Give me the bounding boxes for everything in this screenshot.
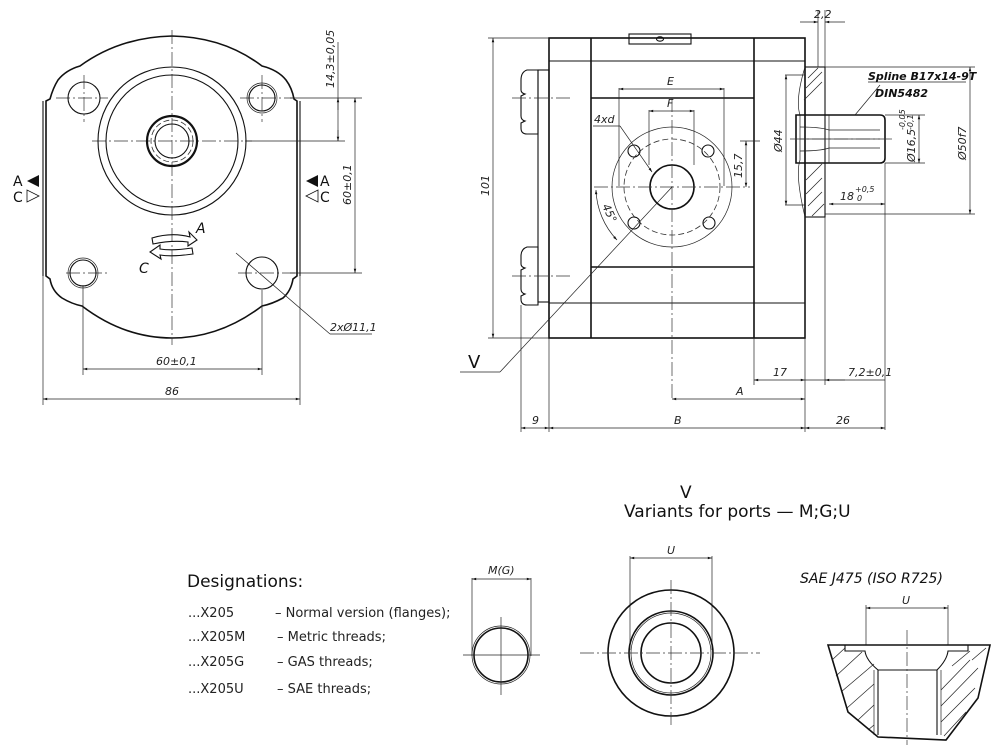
flange-outline	[45, 35, 298, 339]
leader-line	[235, 252, 331, 335]
sae-hatch	[831, 647, 987, 737]
port-marker-left-c: C	[13, 190, 23, 206]
designation-desc: – GAS threads;	[277, 655, 373, 670]
spline-shaft	[795, 114, 886, 164]
dim-f: F	[667, 97, 674, 110]
dim-holes: 2xØ11,1	[330, 321, 377, 334]
hollow-triangle-icon	[305, 189, 319, 203]
designation-item: ...X205G – GAS threads;	[188, 655, 373, 670]
port-marker-right-c: C	[320, 190, 330, 206]
dim-bolt-offset: 14,3±0,05	[324, 30, 337, 88]
rotation-arrow-c-icon	[149, 243, 194, 261]
rotation-label-c: C	[139, 261, 149, 277]
dim-shaft-tol-upper: -0,05	[898, 109, 907, 130]
dim-spline-len: 18	[840, 190, 854, 203]
port-bolt-hole	[627, 144, 641, 158]
bolt-hole-top-right	[248, 84, 276, 112]
dim-height: 101	[479, 175, 492, 196]
dim-a: A	[735, 385, 744, 398]
dim-26: 26	[836, 414, 850, 427]
leader-line	[619, 125, 653, 173]
designation-code: ...X205M	[188, 630, 245, 645]
designation-code: ...X205U	[188, 682, 244, 697]
designation-desc: – Normal version (flanges);	[275, 606, 451, 621]
designation-item: ...X205U – SAE threads;	[188, 682, 371, 697]
port-bolt-hole	[627, 216, 641, 230]
designation-desc: – SAE threads;	[277, 682, 371, 697]
sae-port-profile	[844, 645, 969, 735]
nameplate	[628, 33, 692, 45]
dim-17: 17	[773, 366, 787, 379]
designation-desc: – Metric threads;	[277, 630, 386, 645]
port-bolt-hole	[701, 144, 715, 158]
side-view: E F 4xd 15,7 45° V 101	[460, 8, 978, 432]
hollow-triangle-icon	[26, 189, 40, 203]
spline-spec: Spline B17x14-9T	[868, 70, 978, 83]
shaft-spline-hidden	[150, 119, 194, 163]
rotation-label-a: A	[195, 221, 206, 237]
cover-plate	[537, 69, 550, 303]
dim-width: 86	[165, 385, 179, 398]
flange-profile	[798, 66, 806, 218]
filled-triangle-icon	[27, 175, 39, 187]
hex-nut-top-icon	[520, 69, 539, 135]
nameplate-screw-icon	[655, 36, 665, 42]
dim-u2: U	[902, 594, 910, 607]
dim-9: 9	[532, 414, 539, 427]
dim-mg: M(G)	[488, 564, 515, 577]
variants-section: V Variants for ports — M;G;U M(G) U SAE …	[463, 483, 992, 745]
section-label-v: V	[468, 352, 481, 373]
port-marker-left-a: A	[13, 174, 23, 190]
dim-4xd: 4xd	[594, 113, 616, 126]
designation-code: ...X205G	[188, 655, 244, 670]
dim-bolt-vertical: 60±0,1	[341, 164, 354, 205]
designation-item: ...X205M – Metric threads;	[188, 630, 386, 645]
variants-title: Variants for ports — M;G;U	[624, 502, 851, 522]
mounting-flange	[804, 66, 826, 218]
designations-title: Designations:	[187, 572, 303, 592]
bolt-hole-top-left	[67, 81, 101, 115]
dim-shaft: Ø16,5	[905, 129, 918, 163]
dim-b: B	[674, 414, 682, 427]
pump-body	[548, 37, 806, 339]
dim-7-2: 7,2±0,1	[848, 366, 892, 379]
front-view: A C A C A C 14,3±0,05 60±0,1 2xØ11,1 60±…	[13, 30, 377, 405]
pilot-inner-circle	[105, 74, 239, 208]
dim-shaft-tol-lower: -0,1	[906, 114, 915, 130]
filled-triangle-icon	[306, 175, 318, 187]
dim-44: Ø44	[772, 129, 785, 153]
leader-line	[499, 186, 673, 373]
designation-item: ...X205 – Normal version (flanges);	[188, 606, 451, 621]
designation-code: ...X205	[188, 606, 234, 621]
dim-15-7: 15,7	[732, 154, 745, 179]
dim-spline-tol-upper: +0,5	[855, 185, 874, 194]
dim-pilot: Ø50f7	[956, 126, 969, 161]
dim-bolt-horizontal: 60±0,1	[156, 355, 197, 368]
hex-nut-bottom-icon	[520, 246, 539, 306]
rotation-arrow-a-icon	[151, 230, 198, 248]
dim-spline-tol-lower: 0	[857, 194, 862, 203]
sae-section-outline	[826, 644, 992, 741]
designations: Designations: ...X205 – Normal version (…	[187, 572, 451, 697]
flange-hatch	[803, 67, 825, 217]
port-marker-right-a: A	[320, 174, 330, 190]
shaft-inner	[154, 123, 190, 159]
sae-title: SAE J475 (ISO R725)	[800, 571, 943, 587]
leader-line	[854, 84, 881, 116]
port-bolt-hole	[702, 216, 716, 230]
bolt-hole-bottom-right	[245, 256, 279, 290]
spline-standard: DIN5482	[875, 87, 928, 100]
angle-arc	[594, 189, 618, 241]
dim-angle: 45°	[599, 202, 619, 225]
shaft-outer	[145, 114, 199, 168]
dim-e: E	[667, 75, 674, 88]
dim-u1: U	[667, 544, 675, 557]
dim-2-2: 2,2	[814, 8, 832, 21]
bolt-hole-top-right-thread	[246, 82, 278, 114]
variants-marker: V	[680, 483, 692, 503]
